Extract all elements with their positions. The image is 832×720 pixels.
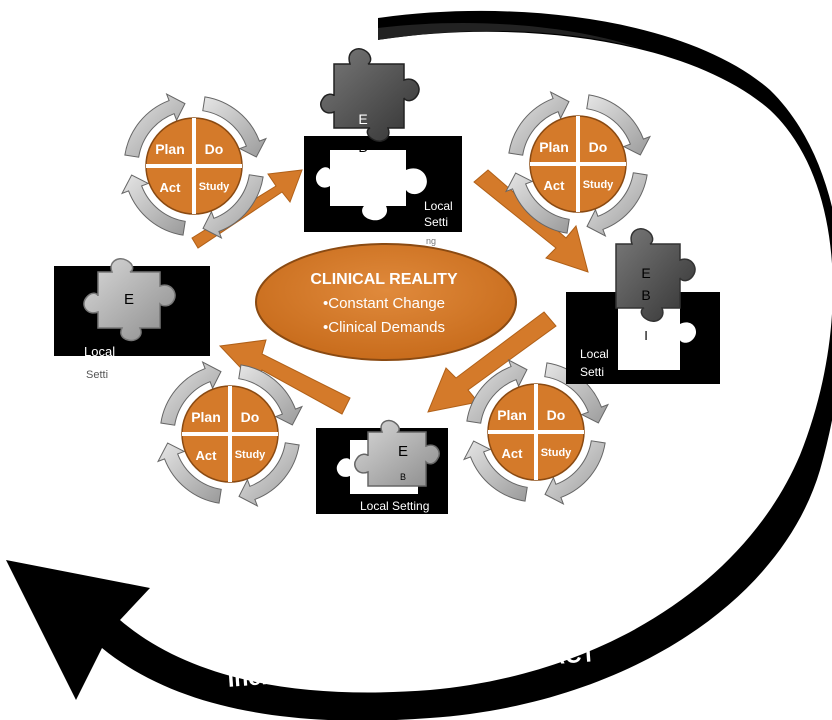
pdsa-label-do: Do	[589, 139, 608, 155]
ebi-letter-top-0: E	[358, 111, 367, 127]
pdsa-divider-v	[576, 116, 580, 212]
ebi-letter-top-1: B	[358, 139, 367, 155]
pdsa-label-do: Do	[547, 407, 566, 423]
pdsa-label-act: Act	[196, 448, 218, 463]
pdsa-cycle-arrow	[586, 94, 652, 156]
pdsa-cycle-arrow	[202, 96, 268, 158]
pdsa-cycle-arrow	[508, 90, 570, 156]
local-setting-module-bottom: E B Local Setting	[316, 419, 448, 514]
ebi-puzzle-piece-top	[320, 48, 420, 142]
pdsa-label-study: Study	[583, 179, 614, 191]
clinical-reality-title: CLINICAL REALITY	[310, 271, 458, 288]
pdsa-label-plan: Plan	[155, 141, 185, 157]
local-setting-module-left: E Local Setti	[54, 258, 210, 381]
ebi-letter-bottom-1: B	[400, 472, 406, 482]
pdsa-label-act: Act	[160, 180, 182, 195]
pdsa-label-plan: Plan	[497, 407, 527, 423]
caption-line-1: Incrementally Better FIT for	[270, 603, 570, 645]
pdsa-cycle-arrow	[544, 440, 606, 506]
ebi-letter-bottom-0: E	[398, 443, 408, 460]
ebi-letter-left-0: E	[124, 291, 134, 308]
clinical-reality-line-1: •Constant Change	[323, 295, 445, 312]
pdsa-cycle-arrow	[238, 364, 304, 426]
ebi-puzzle-piece-left	[83, 258, 176, 342]
cycle-arrow-right-to-bottom	[427, 311, 557, 413]
pdsa-cycle-arrow	[124, 92, 186, 158]
ebi-puzzle-piece-right	[615, 228, 696, 322]
pdsa-cycle-arrow	[160, 360, 222, 426]
pdsa-label-act: Act	[544, 178, 566, 193]
pdsa-cycle-arrow	[504, 172, 570, 234]
pdsa-cycle-arrow	[156, 442, 222, 504]
pdsa-label-plan: Plan	[191, 409, 221, 425]
pdsa-cycle-arrow	[202, 174, 264, 240]
local-setting-bottom-line-0: Local Setting	[360, 499, 429, 513]
pdsa-label-do: Do	[241, 409, 260, 425]
local-setting-top-line-1: Setti	[424, 215, 448, 229]
pdsa-divider-v	[192, 118, 196, 214]
pdsa-divider-v	[534, 384, 538, 480]
ebi-letter-right-2: I	[644, 328, 648, 343]
local-setting-top-line-0: Local	[424, 199, 453, 213]
local-setting-left-line-1: Setti	[86, 369, 108, 381]
ebi-letter-right-1: B	[641, 287, 650, 303]
pdsa-label-plan: Plan	[539, 139, 569, 155]
cycle-arrow-bottom-to-left	[218, 339, 351, 415]
local-setting-right-line-1: Setti	[580, 365, 604, 379]
pdsa-label-study: Study	[235, 449, 266, 461]
local-setting-right-line-0: Local	[580, 347, 609, 361]
pdsa-label-do: Do	[205, 141, 224, 157]
puzzle-hole-right	[618, 304, 697, 370]
clinical-reality-line-2: •Clinical Demands	[323, 319, 445, 336]
pdsa-cycle-arrow	[462, 440, 528, 502]
local-setting-module-right: E B I Local Setti	[566, 228, 720, 384]
local-setting-left-line-0: Local	[84, 344, 115, 359]
pdsa-label-study: Study	[199, 181, 230, 193]
pdsa-cycle-arrow	[120, 174, 186, 236]
ebi-letter-right-0: E	[641, 265, 650, 281]
cycle-arrow-top-to-right	[473, 169, 589, 273]
ebi-puzzle-piece-bottom	[354, 419, 440, 487]
pdsa-cycle-arrow	[586, 172, 648, 238]
pdsa-label-study: Study	[541, 447, 572, 459]
pdsa-cycle-arrow	[238, 442, 300, 508]
puzzle-hole-top	[315, 150, 427, 221]
pdsa-divider-v	[228, 386, 232, 482]
clinical-reality-ellipse: CLINICAL REALITY •Constant Change •Clini…	[255, 243, 517, 361]
pdsa-label-act: Act	[502, 446, 524, 461]
local-setting-module-top: E B Local Setti ng	[304, 48, 462, 246]
sustained-impact-swirl-arrow	[6, 10, 832, 720]
local-setting-top-line-2: ng	[426, 236, 436, 246]
pdsa-cycle-arrow	[466, 358, 528, 424]
